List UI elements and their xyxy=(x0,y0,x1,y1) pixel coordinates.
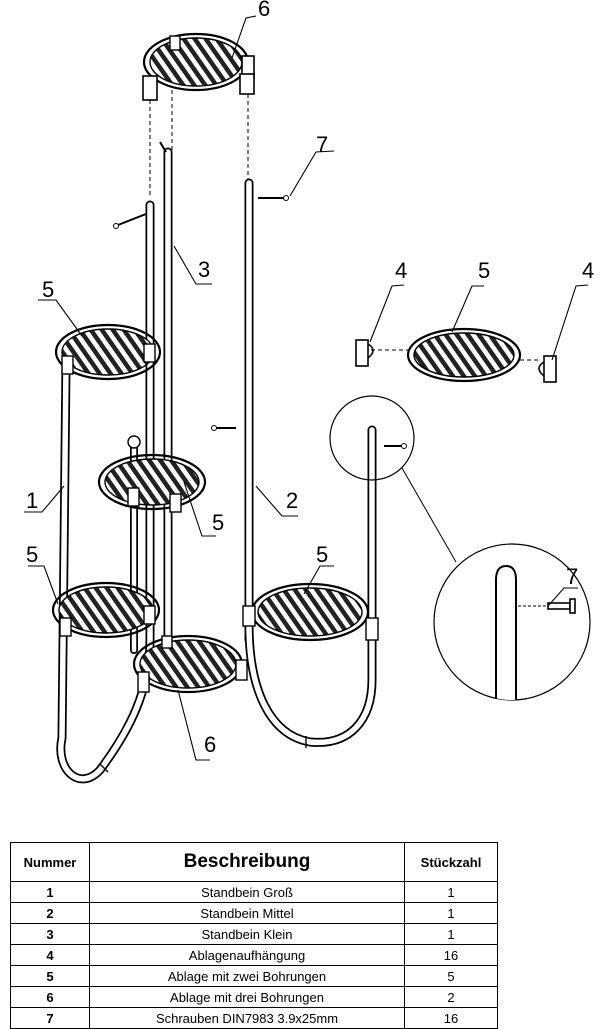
table-row: 2 Standbein Mittel 1 xyxy=(10,902,498,924)
cell-description: Ablage mit drei Bohrungen xyxy=(89,986,405,1008)
table-row: 6 Ablage mit drei Bohrungen 2 xyxy=(10,986,498,1008)
table-row: 5 Ablage mit zwei Bohrungen 5 xyxy=(10,965,498,987)
callout-shelf-left-top: 5 xyxy=(42,277,54,302)
cell-number: 5 xyxy=(10,965,90,987)
callout-screw-top: 7 xyxy=(316,132,328,157)
cell-description: Standbein Groß xyxy=(89,881,405,903)
shelf-left-top xyxy=(54,323,162,381)
cell-quantity: 1 xyxy=(404,881,498,903)
cell-description: Ablage mit zwei Bohrungen xyxy=(89,965,405,987)
cell-quantity: 16 xyxy=(404,944,498,966)
table-row: 1 Standbein Groß 1 xyxy=(10,881,498,903)
callout-shelf-right: 5 xyxy=(316,542,328,567)
detail-shelf-assembly xyxy=(355,327,557,383)
table-header-row: Nummer Beschreibung Stückzahl xyxy=(10,842,498,882)
cell-quantity: 5 xyxy=(404,965,498,987)
callout-shelf-left-low: 5 xyxy=(26,542,38,567)
cell-number: 4 xyxy=(10,944,90,966)
column-header-number: Nummer xyxy=(10,842,90,882)
assembly-diagram: 6 7 3 5 4 5 4 1 5 2 5 5 6 7 xyxy=(24,0,594,784)
callout-detail-hanger-left: 4 xyxy=(395,258,407,283)
callout-detail-hanger-right: 4 xyxy=(582,258,594,283)
assembly-guides xyxy=(149,90,540,361)
callout-leg-large: 1 xyxy=(26,488,38,513)
cell-quantity: 2 xyxy=(404,986,498,1008)
top-shelf xyxy=(142,32,255,101)
callouts: 6 7 3 5 4 5 4 1 5 2 5 5 6 7 xyxy=(26,0,594,757)
callout-leg-medium: 2 xyxy=(286,488,298,513)
callout-detail-screw: 7 xyxy=(566,564,578,589)
leader-lines xyxy=(24,15,589,761)
cell-quantity: 1 xyxy=(404,923,498,945)
cell-description: Standbein Klein xyxy=(89,923,405,945)
cell-number: 6 xyxy=(10,986,90,1008)
cell-quantity: 1 xyxy=(404,902,498,924)
callout-bottom-shelf: 6 xyxy=(204,732,216,757)
cell-description: Standbein Mittel xyxy=(89,902,405,924)
callout-shelf-mid: 5 xyxy=(212,510,224,535)
shelf-left-low xyxy=(51,581,161,639)
cell-description: Schrauben DIN7983 3.9x25mm xyxy=(89,1007,405,1029)
table-row: 4 Ablagenaufhängung 16 xyxy=(10,944,498,966)
cell-quantity: 16 xyxy=(404,1007,498,1029)
table-row: 7 Schrauben DIN7983 3.9x25mm 16 xyxy=(10,1007,498,1029)
column-header-description: Beschreibung xyxy=(89,842,405,882)
cell-description: Ablagenaufhängung xyxy=(89,944,405,966)
cell-number: 1 xyxy=(10,881,90,903)
shelf-mid xyxy=(97,435,207,513)
column-header-quantity: Stückzahl xyxy=(404,842,498,882)
screws xyxy=(113,141,407,449)
parts-table: Nummer Beschreibung Stückzahl 1 Standbei… xyxy=(10,842,498,1029)
cell-number: 3 xyxy=(10,923,90,945)
table-row: 3 Standbein Klein 1 xyxy=(10,923,498,945)
bottom-shelf xyxy=(132,634,248,694)
callout-detail-shelf: 5 xyxy=(478,258,490,283)
leg-right-u xyxy=(244,425,377,748)
shelf-right xyxy=(242,582,379,642)
callout-leg-small: 3 xyxy=(198,257,210,282)
callout-top-shelf: 6 xyxy=(258,0,270,21)
cell-number: 2 xyxy=(10,902,90,924)
cell-number: 7 xyxy=(10,1007,90,1029)
